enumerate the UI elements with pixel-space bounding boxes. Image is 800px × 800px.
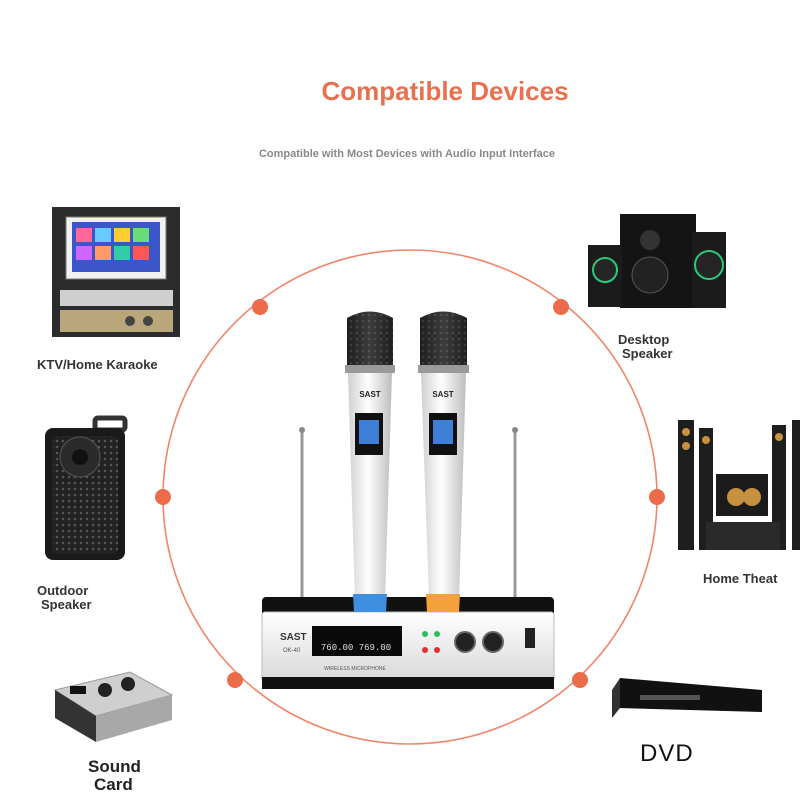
microphone-left: SAST: [345, 311, 395, 612]
knob-vol-a: [454, 631, 476, 653]
svg-text:OK-40: OK-40: [283, 648, 301, 654]
circle-dot: [155, 489, 171, 505]
page-title: Compatible Devices: [321, 76, 569, 106]
antenna-left: [299, 427, 305, 600]
svg-text:WIRELESS MICROPHONE: WIRELESS MICROPHONE: [324, 666, 386, 672]
circle-dot: [227, 672, 243, 688]
desktop-speaker-image: [588, 214, 726, 308]
home-theater-image: [678, 420, 800, 550]
svg-text:SAST: SAST: [359, 390, 380, 399]
circle-dot: [572, 672, 588, 688]
circle-dot: [649, 489, 665, 505]
label-outdoor-line1: Outdoor: [37, 583, 89, 598]
sound-card-image: [53, 671, 174, 742]
circle-dot: [553, 299, 569, 315]
receiver-unit: 760.00 769.00 SAST OK-40 WIRELESS MICROP…: [261, 597, 555, 689]
label-sound-card-line1: Sound: [88, 757, 141, 776]
circle-dot: [252, 299, 268, 315]
label-dvd: DVD: [640, 740, 694, 767]
receiver-display-text: 760.00 769.00: [321, 643, 391, 653]
microphone-right: SAST: [418, 311, 469, 612]
ktv-device-image: [52, 207, 180, 337]
label-outdoor-line2: Speaker: [41, 597, 92, 612]
power-switch: [525, 628, 535, 648]
antenna-right: [512, 427, 518, 600]
label-sound-card: Sound Card: [88, 758, 141, 794]
label-sound-card-line2: Card: [94, 775, 133, 794]
label-ktv: KTV/Home Karaoke: [37, 357, 158, 372]
page-subtitle: Compatible with Most Devices with Audio …: [258, 148, 555, 160]
label-desktop-speaker: Desktop Speaker: [618, 333, 673, 361]
knob-vol-b: [482, 631, 504, 653]
label-desktop-line1: Desktop: [618, 332, 670, 347]
outdoor-speaker-image: [45, 415, 128, 560]
dvd-player-image: [612, 678, 762, 718]
label-home-theater: Home Theat: [703, 571, 778, 586]
svg-text:SAST: SAST: [280, 632, 307, 643]
label-outdoor-speaker: Outdoor Speaker: [37, 584, 92, 612]
svg-text:SAST: SAST: [432, 390, 453, 399]
label-desktop-line2: Speaker: [622, 346, 673, 361]
